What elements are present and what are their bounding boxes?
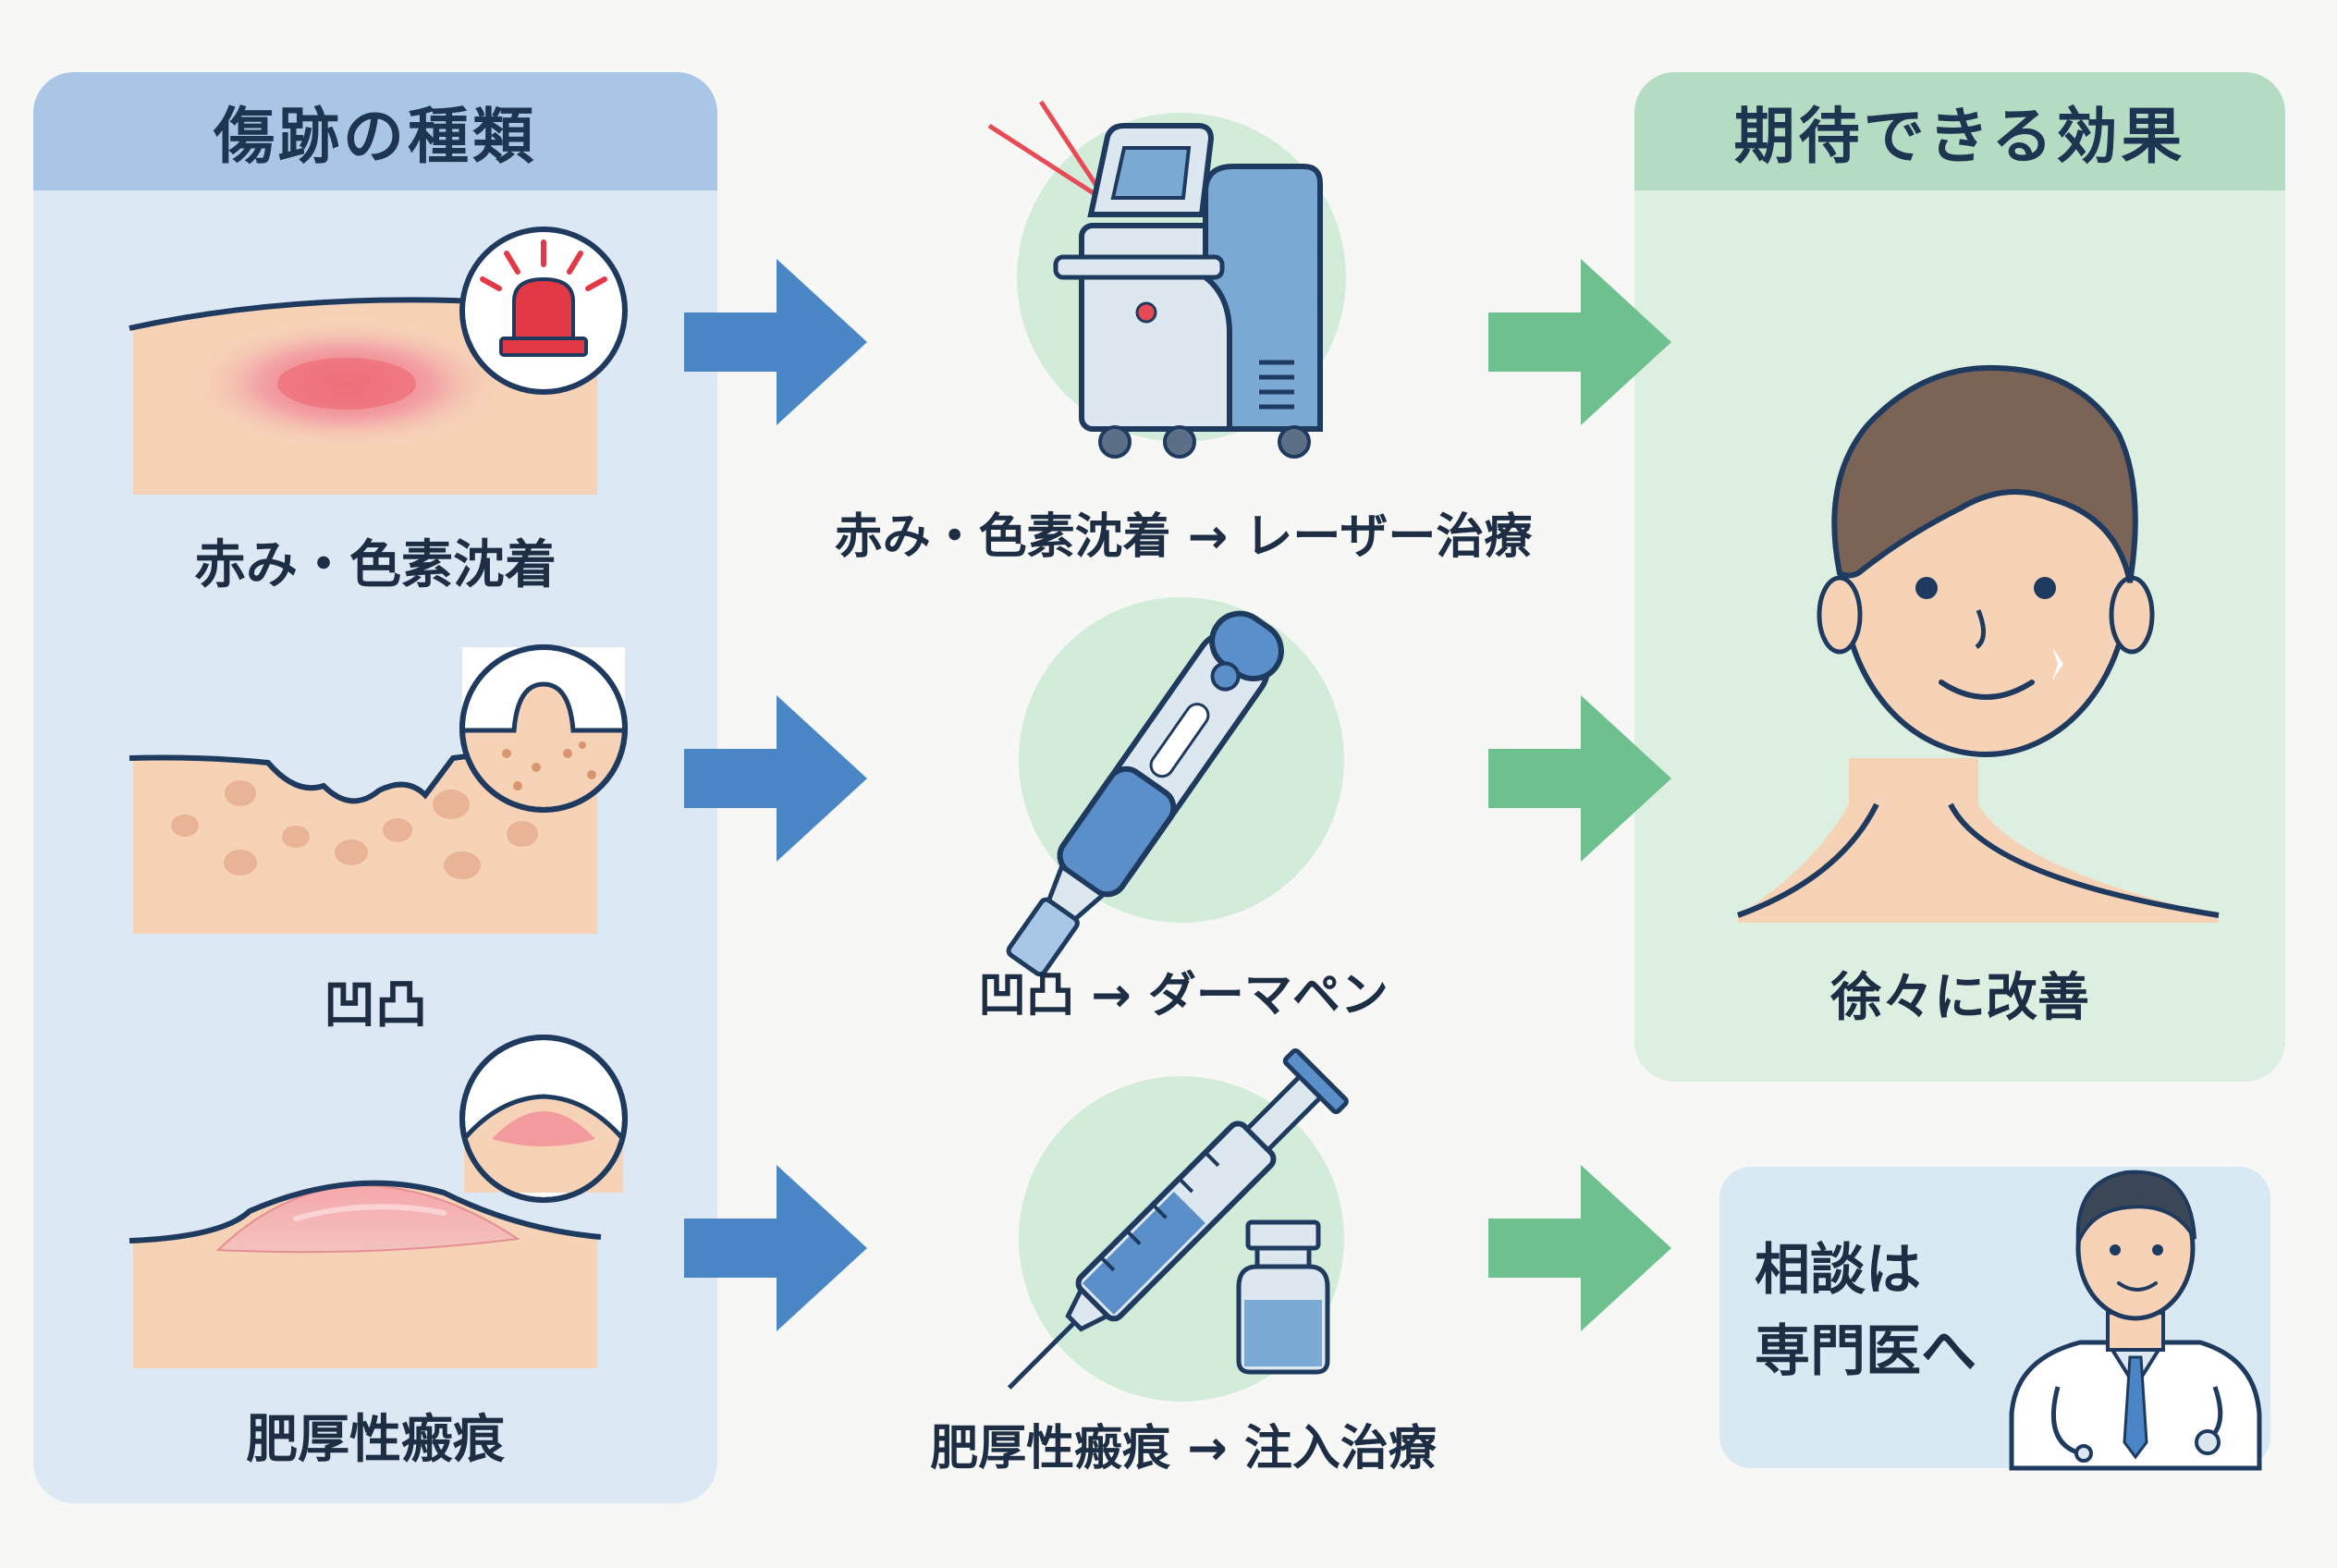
consult-text: 相談は 専門医へ [1755,1230,1976,1392]
consult-line-2: 専門医へ [1755,1319,1976,1384]
magnified-dent-icon [459,644,628,813]
result-label: 徐々に改善 [1830,968,2089,1028]
uneven-skin-icon [128,750,602,934]
treatment-label-injection: 肥厚性瘢痕 → 注入治療 [930,1421,1437,1476]
expected-effects-title: 期待できる効果 [1733,101,2186,172]
doctor-icon [2009,1170,2262,1471]
arrow-right-icon [684,695,867,862]
scar-type-label-hypertrophic: 肥厚性瘢痕 [246,1410,505,1470]
magnified-raised-scar-icon [459,1035,628,1203]
scar-types-header: 傷跡の種類 [33,72,717,190]
scar-type-label-uneven: 凹凸 [324,975,427,1035]
vial-icon [1236,1219,1330,1375]
expected-effects-header: 期待できる効果 [1634,72,2285,190]
arrow-right-icon [684,259,867,425]
scar-type-label-redness: 赤み・色素沈着 [194,535,557,595]
arrow-right-icon [1488,259,1671,425]
arrow-right-icon [1488,1165,1671,1331]
hypertrophic-scar-skin-icon [128,1180,602,1368]
scar-types-title: 傷跡の種類 [214,101,537,172]
arrow-right-icon [684,1165,867,1331]
treatment-label-laser: 赤み・色素沈着 → レーザー治療 [834,509,1533,565]
treatment-label-dermapen: 凹凸 → ダーマペン [978,968,1389,1023]
laser-machine-icon [987,100,1346,459]
arrow-right-icon [1488,695,1671,862]
consult-line-1: 相談は [1755,1238,1921,1303]
smiling-person-icon [1736,364,2220,923]
alarm-light-icon [459,227,628,395]
derma-pen-icon [1006,597,1344,977]
